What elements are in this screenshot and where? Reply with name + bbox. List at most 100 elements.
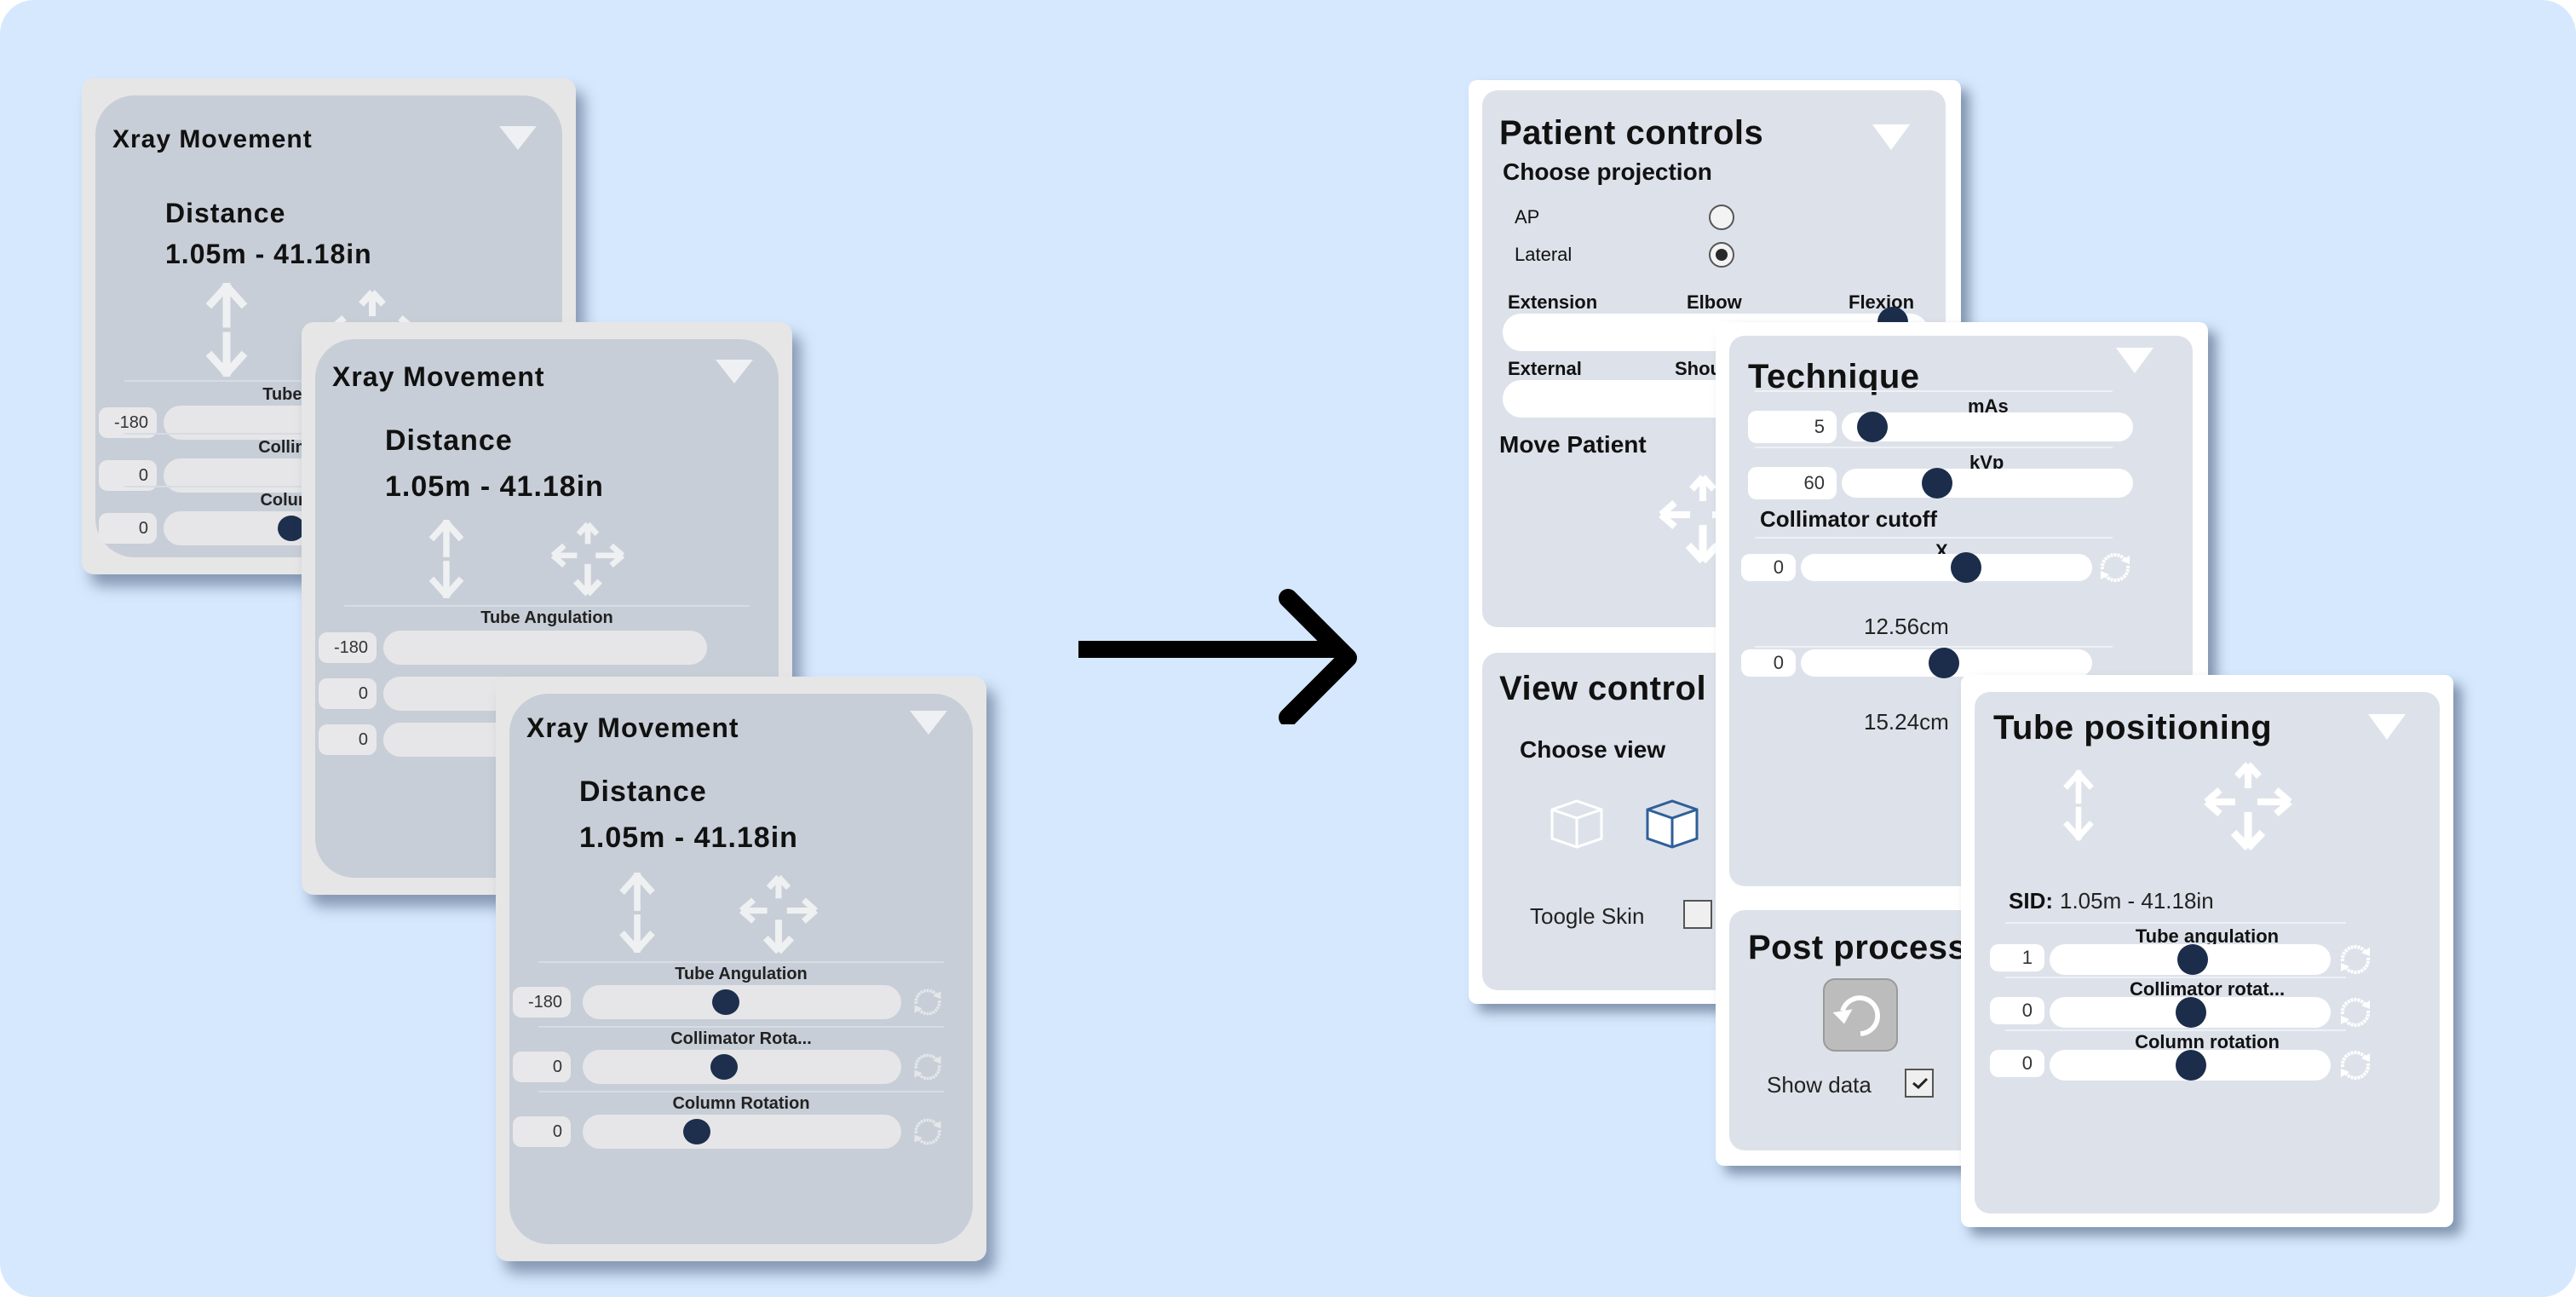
old-xray-movement-panel-3: Xray Movement Distance 1.05m - 41.18in T… bbox=[496, 677, 986, 1261]
tube-angulation-slider[interactable] bbox=[383, 631, 707, 665]
collimator-y-slider[interactable] bbox=[1801, 648, 2092, 678]
panel-title: Patient controls bbox=[1499, 114, 1764, 152]
panel-title: Technique bbox=[1748, 358, 1920, 395]
choose-projection-label: Choose projection bbox=[1503, 159, 1712, 185]
distance-value: 1.05m - 41.18in bbox=[385, 470, 604, 503]
distance-value: 1.05m - 41.18in bbox=[165, 239, 372, 269]
slider-knob[interactable] bbox=[1929, 648, 1959, 678]
column-rotation-input[interactable]: 0 bbox=[513, 1116, 571, 1147]
mas-input[interactable]: 5 bbox=[1748, 411, 1837, 443]
panel-title: Xray Movement bbox=[332, 361, 545, 392]
collimator-x-input[interactable]: 0 bbox=[1741, 554, 1796, 581]
slider-knob[interactable] bbox=[2177, 944, 2208, 975]
four-way-move-arrows-icon[interactable] bbox=[545, 520, 630, 598]
tube-angulation-input[interactable]: -180 bbox=[319, 632, 377, 663]
collapse-caret-icon[interactable] bbox=[2116, 348, 2153, 373]
projection-ap-label: AP bbox=[1515, 206, 1540, 228]
kvp-slider[interactable] bbox=[1842, 468, 2133, 499]
column-rotation-input[interactable]: 0 bbox=[99, 513, 157, 544]
vertical-move-arrows-icon[interactable] bbox=[201, 283, 252, 377]
divider bbox=[538, 1091, 944, 1092]
projection-ap-radio[interactable] bbox=[1709, 205, 1734, 230]
cube-icon[interactable] bbox=[1549, 798, 1605, 850]
collapse-caret-icon[interactable] bbox=[716, 360, 753, 383]
collimator-rotation-input[interactable]: 0 bbox=[513, 1052, 571, 1082]
collimator-rotation-input[interactable]: 0 bbox=[1990, 997, 2044, 1024]
collapse-caret-icon[interactable] bbox=[2368, 714, 2406, 740]
show-data-label: Show data bbox=[1767, 1072, 1872, 1098]
column-rotation-slider[interactable] bbox=[2050, 1050, 2331, 1081]
panel-title: Tube positioning bbox=[1993, 709, 2273, 746]
panel-title: Xray Movement bbox=[112, 125, 313, 153]
vertical-move-arrows-icon[interactable] bbox=[421, 520, 472, 598]
divider bbox=[1755, 390, 2113, 392]
four-way-move-arrows-icon[interactable] bbox=[734, 873, 823, 956]
column-rotation-input[interactable]: 0 bbox=[1990, 1050, 2044, 1077]
divider bbox=[2005, 1029, 2346, 1031]
slider-label: Tube angulation bbox=[2135, 925, 2280, 947]
column-rotation-input[interactable]: 0 bbox=[319, 724, 377, 755]
column-rotation-slider[interactable] bbox=[583, 1115, 901, 1149]
divider bbox=[1755, 537, 2113, 539]
mas-slider[interactable] bbox=[1842, 412, 2133, 442]
slider-label: Collimator rotat... bbox=[2129, 978, 2286, 1000]
slider-knob[interactable] bbox=[1951, 552, 1981, 583]
divider bbox=[2005, 977, 2346, 978]
toggle-skin-label: Toogle Skin bbox=[1530, 903, 1645, 929]
tube-angulation-input[interactable]: 1 bbox=[1990, 944, 2044, 971]
tube-angulation-input[interactable]: -180 bbox=[513, 987, 571, 1017]
slider-label: Tube Angulation bbox=[480, 608, 613, 627]
slider-knob[interactable] bbox=[710, 1054, 738, 1080]
slider-knob[interactable] bbox=[683, 1119, 710, 1144]
slider-knob[interactable] bbox=[1922, 468, 1952, 499]
cube-outline-icon[interactable] bbox=[1644, 798, 1700, 850]
collimator-rotation-input[interactable]: 0 bbox=[319, 678, 377, 709]
slider-knob[interactable] bbox=[2176, 997, 2206, 1028]
slider-knob[interactable] bbox=[2176, 1050, 2206, 1081]
reset-icon[interactable] bbox=[910, 985, 946, 1019]
slider-knob[interactable] bbox=[712, 989, 739, 1015]
slider-knob[interactable] bbox=[1857, 412, 1888, 442]
reset-view-button[interactable] bbox=[1823, 978, 1898, 1052]
undo-rotate-icon bbox=[1832, 995, 1881, 1036]
toggle-skin-checkbox[interactable] bbox=[1683, 900, 1712, 929]
collimator-x-slider[interactable] bbox=[1801, 552, 2092, 583]
divider bbox=[1755, 646, 2113, 648]
panel-title: Xray Movement bbox=[526, 712, 739, 743]
collimator-y-measure: 15.24cm bbox=[1864, 709, 1949, 735]
four-way-move-arrows-icon[interactable] bbox=[2201, 758, 2295, 854]
collapse-caret-icon[interactable] bbox=[499, 126, 537, 150]
choose-view-label: Choose view bbox=[1520, 736, 1666, 763]
collimator-rotation-slider[interactable] bbox=[583, 1050, 901, 1084]
reset-icon[interactable] bbox=[910, 1115, 946, 1149]
collapse-caret-icon[interactable] bbox=[910, 711, 947, 735]
reset-icon[interactable] bbox=[2096, 549, 2135, 586]
kvp-input[interactable]: 60 bbox=[1748, 467, 1837, 499]
vertical-move-arrows-icon[interactable] bbox=[2060, 757, 2097, 854]
vertical-move-arrows-icon[interactable] bbox=[612, 873, 663, 953]
tube-angulation-slider[interactable] bbox=[583, 985, 901, 1019]
reset-icon[interactable] bbox=[2336, 1046, 2375, 1084]
projection-lateral-radio[interactable] bbox=[1709, 242, 1734, 268]
reset-icon[interactable] bbox=[2336, 941, 2375, 978]
collapse-caret-icon[interactable] bbox=[1872, 124, 1910, 150]
distance-label: Distance bbox=[579, 775, 707, 808]
slider-label: Collimator Rota... bbox=[670, 1029, 812, 1048]
distance-label: Distance bbox=[385, 424, 513, 457]
collimator-cutoff-label: Collimator cutoff bbox=[1760, 506, 1937, 532]
panel-title: View control bbox=[1499, 670, 1707, 707]
move-patient-label: Move Patient bbox=[1499, 431, 1647, 458]
divider bbox=[538, 961, 944, 963]
tube-positioning-section: Tube positioning SID: 1.05m - 41.18in Tu… bbox=[1975, 692, 2440, 1213]
tube-angulation-slider[interactable] bbox=[2050, 944, 2331, 975]
show-data-checkbox[interactable] bbox=[1905, 1069, 1934, 1098]
divider bbox=[1755, 447, 2113, 448]
reset-icon[interactable] bbox=[910, 1050, 946, 1084]
distance-label: Distance bbox=[165, 198, 286, 228]
slider-knob[interactable] bbox=[278, 516, 305, 541]
collimator-y-input[interactable]: 0 bbox=[1741, 649, 1796, 677]
tube-positioning-card: Tube positioning SID: 1.05m - 41.18in Tu… bbox=[1961, 675, 2453, 1227]
reset-icon[interactable] bbox=[2336, 994, 2375, 1031]
collimator-rotation-slider[interactable] bbox=[2050, 997, 2331, 1028]
